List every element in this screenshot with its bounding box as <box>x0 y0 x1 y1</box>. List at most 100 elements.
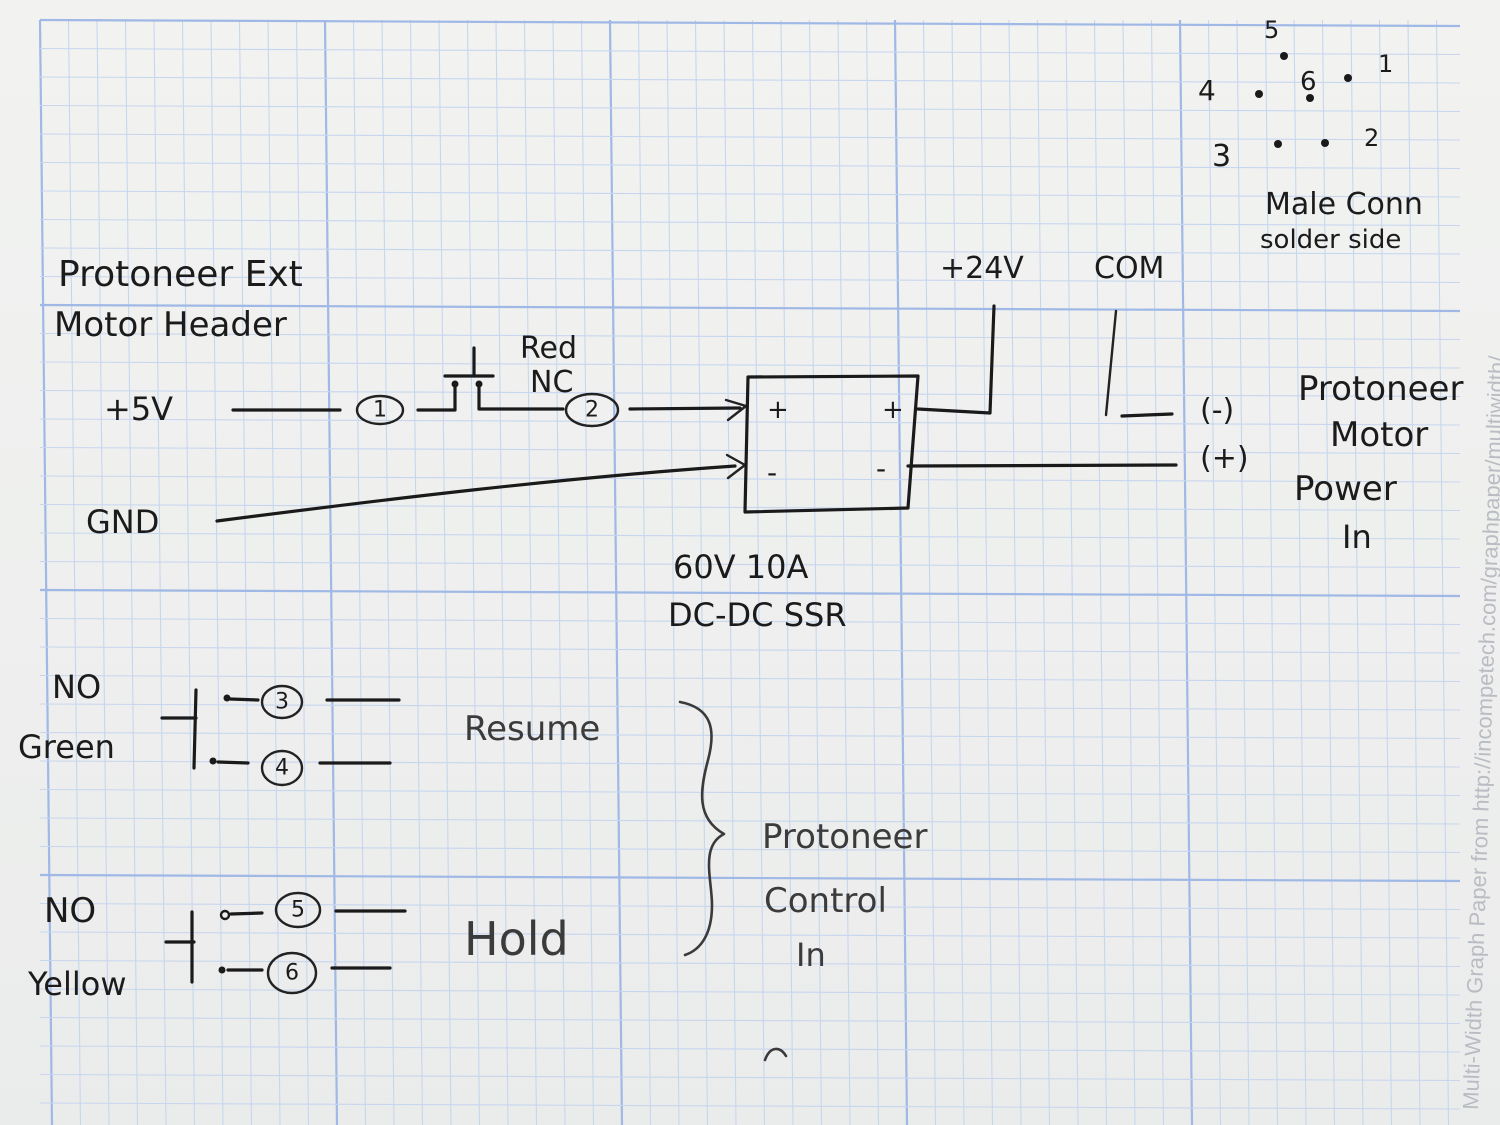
control-title-line2: Control <box>764 881 887 921</box>
pin-dot-6 <box>1306 94 1314 102</box>
com-label: COM <box>1094 251 1164 286</box>
switch-green-pin-a: 3 <box>275 690 289 715</box>
ssr-box <box>743 374 920 514</box>
pin-dot-1 <box>1344 74 1352 82</box>
pin-label-6: 6 <box>1300 67 1317 97</box>
grid-line-minor <box>210 19 224 1125</box>
grid-line-minor <box>552 19 566 1125</box>
grid-line-minor <box>780 19 794 1125</box>
grid-line-minor <box>238 19 253 1125</box>
ssr-in-minus: - <box>767 456 777 489</box>
switch-yellow-type: NO <box>44 891 96 931</box>
estop-contact-a <box>451 380 459 388</box>
grid-line-minor <box>39 275 1461 284</box>
grid-line-major <box>39 303 1461 313</box>
grid-line-minor <box>1236 19 1250 1125</box>
grid-line-major <box>39 873 1461 883</box>
grid-line-major <box>39 588 1461 598</box>
estop-pin-in-label: 1 <box>373 398 387 423</box>
grid-line-minor <box>723 19 737 1125</box>
grid-line-minor <box>39 161 1461 170</box>
grid-line-minor <box>39 190 1461 198</box>
grid-line-minor <box>39 845 1461 854</box>
estop-color-label: Red <box>520 331 577 366</box>
grid-line-minor <box>39 418 1461 426</box>
motor-neg-terminal: (-) <box>1200 393 1234 428</box>
estop-pin-out-label: 2 <box>585 398 599 423</box>
grid-line-minor <box>39 617 1461 626</box>
switch-yellow-contact-a <box>219 909 231 921</box>
grid-line-minor <box>1122 19 1136 1125</box>
motor-power-title-line2: Motor <box>1330 415 1428 455</box>
plus5v-label: +5V <box>104 390 173 428</box>
switch-green: NO Green 3 4 Resume <box>18 668 600 787</box>
switch-yellow-color: Yellow <box>27 965 127 1003</box>
grid-line-minor <box>39 1016 1461 1025</box>
grid-line-minor <box>666 19 680 1125</box>
grid-line-minor <box>39 1045 1461 1053</box>
grid-line-minor <box>979 19 994 1125</box>
pin-dot-4 <box>1255 90 1263 98</box>
grid-line-minor <box>409 19 424 1125</box>
stray-mark <box>763 1047 788 1062</box>
wire-gnd <box>215 464 737 523</box>
switch-yellow-contact-b <box>218 966 226 974</box>
watermark-text: Multi-Width Graph Paper from http://inco… <box>1458 354 1500 1110</box>
grid-line-minor <box>39 646 1461 654</box>
grid-line-minor <box>39 446 1461 455</box>
grid-line-minor <box>39 788 1461 797</box>
grid-line-major <box>1178 19 1194 1125</box>
grid-line-minor <box>1378 19 1393 1125</box>
grid-line-minor <box>352 19 367 1125</box>
grid-line-minor <box>865 19 880 1125</box>
wire-green-b <box>216 760 250 765</box>
grid-line-minor <box>39 475 1461 483</box>
grid-line-minor <box>67 19 82 1125</box>
grid-line-minor <box>1036 19 1051 1125</box>
grid-line-major <box>323 19 339 1125</box>
grid-line-minor <box>466 19 481 1125</box>
connector-pinout: 5 4 6 1 3 2 Male Conn solder side <box>1198 16 1423 255</box>
grid-line-minor <box>39 104 1461 113</box>
grid-line-minor <box>694 19 709 1125</box>
ssr-relay: + - + - 60V 10A DC-DC SSR <box>668 374 920 634</box>
pin-dot-3 <box>1274 140 1282 148</box>
grid-line-minor <box>381 19 395 1125</box>
grid-line-minor <box>837 19 851 1125</box>
motor-header-block: Protoneer Ext Motor Header +5V GND <box>54 254 303 541</box>
motor-power-title-line3: Power <box>1294 469 1397 509</box>
pin-dot-2 <box>1321 139 1329 147</box>
grid-line-minor <box>1008 19 1022 1125</box>
ssr-out-minus: - <box>876 452 886 485</box>
pin-circle-1 <box>355 394 405 426</box>
pin-circle-6 <box>266 951 318 995</box>
grid-line-minor <box>1407 19 1421 1125</box>
connector-title-line1: Male Conn <box>1265 187 1423 222</box>
grid-line-minor <box>1264 19 1279 1125</box>
grid-line-minor <box>39 760 1461 768</box>
grid-line-minor <box>39 532 1461 540</box>
grid-line-minor <box>39 931 1461 939</box>
ssr-in-plus: + <box>767 395 789 425</box>
grid-line-minor <box>39 1102 1461 1110</box>
plus5v-circuit: 1 Red NC 2 <box>231 331 748 428</box>
grid-line-minor <box>1150 19 1165 1125</box>
grid-line-minor <box>39 332 1461 341</box>
grid-line-minor <box>922 19 937 1125</box>
switch-green-type: NO <box>52 668 101 706</box>
grid-line-minor <box>39 731 1461 740</box>
grid-line-minor <box>39 959 1461 968</box>
motor-power-title-line4: In <box>1342 518 1372 556</box>
grid-line-minor <box>951 19 965 1125</box>
grid-line-minor <box>39 1073 1461 1082</box>
wire-com <box>1104 309 1118 417</box>
ssr-label-line1: 60V 10A <box>673 548 809 586</box>
grid-line-minor <box>39 47 1461 56</box>
grid-line-minor <box>1293 19 1307 1125</box>
grid-line-minor <box>637 19 652 1125</box>
wire-ssr-to-pos <box>906 463 1178 468</box>
grid-line-minor <box>495 19 509 1125</box>
grid-line-minor <box>39 133 1461 141</box>
